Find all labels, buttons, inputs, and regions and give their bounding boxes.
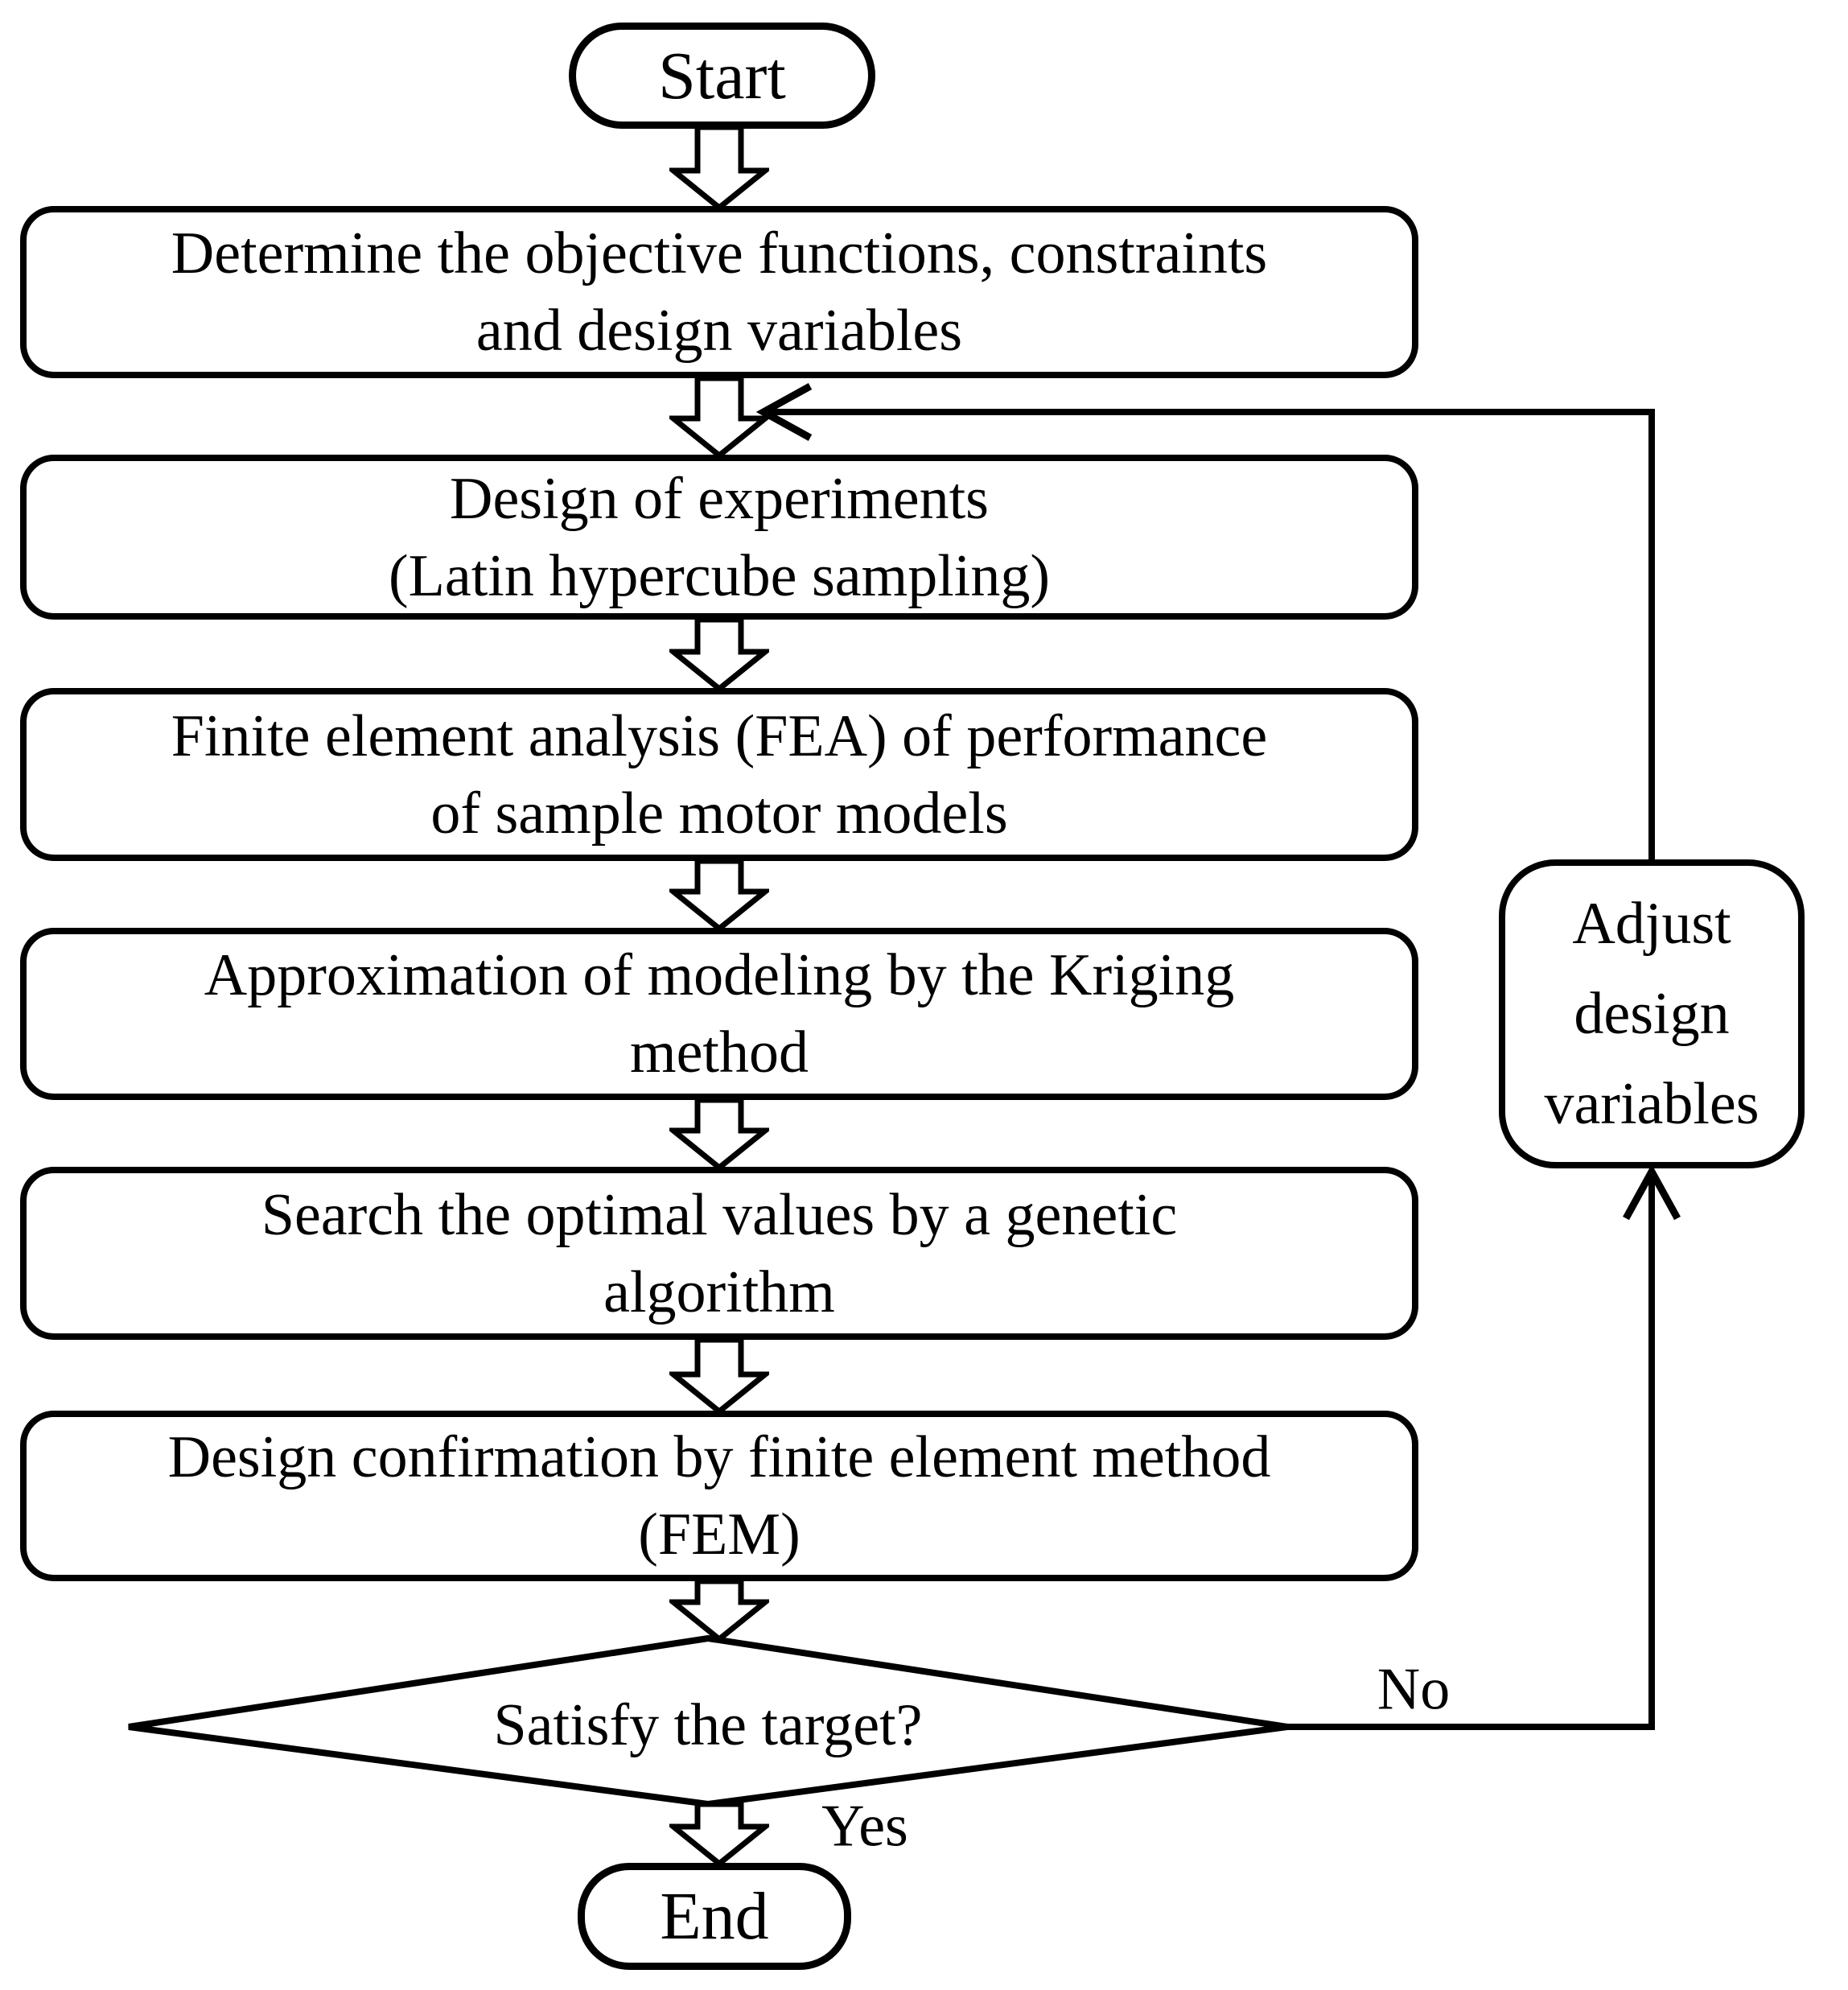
step-text-line: Search the optimal values by a genetic [261,1181,1178,1248]
step-text-line: Design confirmation by finite element me… [167,1424,1271,1490]
no-edge-label: No [1377,1656,1451,1723]
step-text-line: Finite element analysis (FEA) of perform… [171,702,1268,769]
end-terminator: End [578,1863,851,1970]
adjust-text-line: Adjust [1572,891,1731,957]
yes-edge-label: Yes [821,1793,908,1860]
down-block-arrow-icon [669,1097,769,1171]
down-block-arrow-icon [669,616,769,692]
adjust-text-line: variables [1544,1071,1760,1137]
step-text-line: Design of experiments [450,465,989,532]
down-block-arrow-icon [669,858,769,932]
step-text-line: and design variables [475,298,963,364]
step-box-genetic-algorithm-search: Search the optimal values by a genetic a… [20,1167,1418,1340]
decision-question: Satisfy the target? [493,1692,923,1758]
down-block-arrow-icon [669,1337,769,1415]
adjust-design-variables-box: Adjust design variables [1499,859,1805,1168]
start-label: Start [658,38,786,113]
down-block-arrow-icon [669,124,769,211]
step-box-kriging-approximation: Approximation of modeling by the Kriging… [20,928,1418,1100]
step-text-line: of sample motor models [430,780,1008,847]
step-text-line: algorithm [603,1259,835,1325]
up-arrowhead-icon [1623,1164,1681,1221]
step-text-line: (Latin hypercube sampling) [389,542,1050,609]
step-box-determine-objectives: Determine the objective functions, const… [20,206,1418,378]
step-box-fem-confirmation: Design confirmation by finite element me… [20,1411,1418,1581]
step-text-line: method [630,1020,809,1086]
step-text-line: (FEM) [638,1502,801,1568]
step-text-line: Approximation of modeling by the Kriging [204,942,1235,1008]
down-block-arrow-icon [669,1801,769,1867]
step-box-design-of-experiments: Design of experiments (Latin hypercube s… [20,455,1418,620]
no-feedback-line-upper [766,409,1655,859]
down-block-arrow-icon [669,375,769,459]
left-arrowhead-icon [755,383,813,441]
no-feedback-line-lower [1287,1176,1655,1730]
end-label: End [660,1879,769,1954]
step-box-finite-element-analysis: Finite element analysis (FEA) of perform… [20,688,1418,861]
adjust-text-line: design [1574,981,1730,1047]
step-text-line: Determine the objective functions, const… [171,220,1268,286]
down-block-arrow-icon [669,1578,769,1642]
start-terminator: Start [569,23,875,129]
